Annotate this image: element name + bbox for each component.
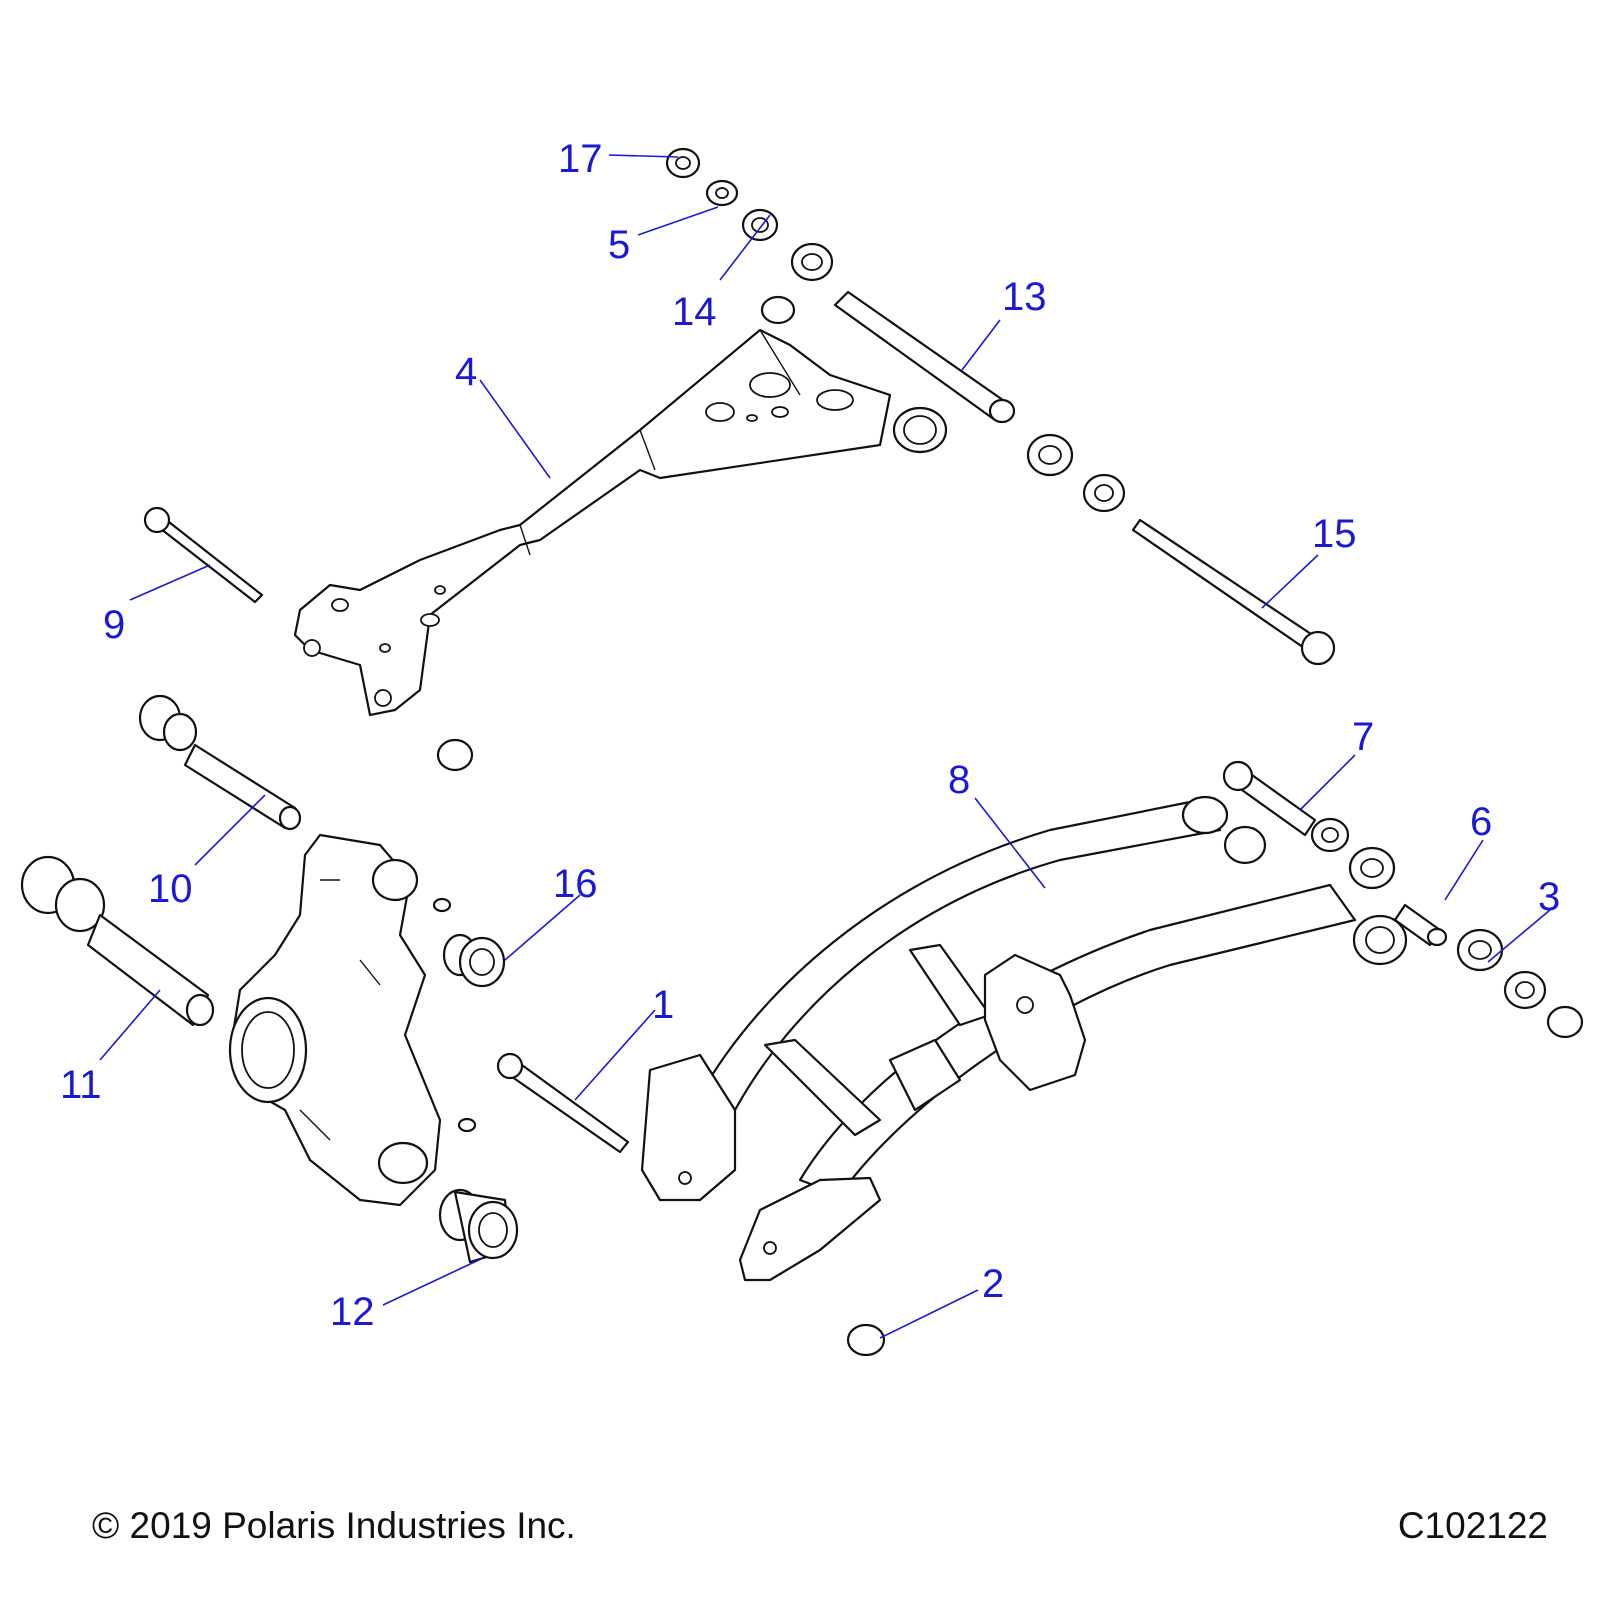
callout-8: 8 [948,758,970,802]
lower-bushing-stack [1310,817,1584,1039]
bolt-7 [1222,760,1317,837]
pivot-pin-13 [833,290,1016,424]
grease-fitting-bottom [457,1117,477,1133]
callout-2: 2 [982,1262,1004,1306]
bolt-9 [143,506,264,604]
callout-9: 9 [103,603,125,647]
callout-13: 13 [1002,275,1047,319]
callout-7: 7 [1352,715,1374,759]
bushing-16 [442,933,506,988]
sleeve-11 [20,855,215,1027]
callout-15: 15 [1312,512,1357,556]
sleeve-10 [138,694,302,831]
nut-upper-arm [436,738,474,772]
callout-16: 16 [553,862,598,906]
bolt-15 [1131,518,1336,666]
callout-3: 3 [1538,875,1560,919]
bushing-12 [438,1188,519,1264]
leader-lines [99,154,1551,1339]
knuckle [228,833,442,1207]
callout-1: 1 [652,983,674,1027]
callout-labels: 1 2 3 4 5 6 7 8 9 10 11 12 13 14 15 16 1… [60,137,1560,1334]
lower-control-arm [640,795,1408,1282]
upper-control-arm [293,295,948,717]
figure-id: C102122 [1397,1505,1548,1546]
callout-14: 14 [672,290,717,334]
callout-12: 12 [330,1290,375,1334]
callout-4: 4 [455,350,477,394]
nut-2 [846,1323,886,1357]
callout-10: 10 [148,867,193,911]
callout-6: 6 [1470,800,1492,844]
grease-fitting-top [432,897,452,913]
callout-17: 17 [558,137,603,181]
copyright-notice: © 2019 Polaris Industries Inc. [92,1505,576,1546]
callout-5: 5 [608,223,630,267]
callout-11: 11 [60,1063,102,1107]
bolt-1 [496,1052,630,1154]
upper-bushing-stack [665,147,834,282]
